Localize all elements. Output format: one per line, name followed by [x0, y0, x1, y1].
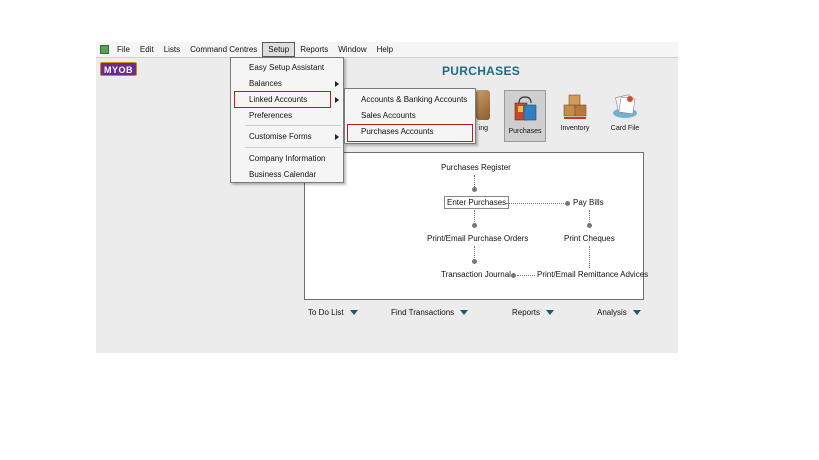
command-centre-footer: To Do List Find Transactions Reports Ana…	[304, 308, 644, 322]
menu-window[interactable]: Window	[338, 45, 367, 54]
menu-separator	[245, 147, 341, 148]
menu-business-calendar[interactable]: Business Calendar	[249, 170, 317, 179]
linked-accounts-submenu: Accounts & Banking Accounts Sales Accoun…	[344, 88, 476, 144]
flow-connector	[589, 246, 590, 268]
menu-easy-setup-assistant[interactable]: Easy Setup Assistant	[249, 63, 325, 72]
purchases-accounts-highlight	[347, 124, 473, 142]
menu-preferences[interactable]: Preferences	[249, 111, 293, 120]
purchases-label: Purchases	[508, 128, 542, 135]
card-file-label: Card File	[610, 125, 640, 132]
command-centre-banking[interactable]: ing	[450, 90, 490, 132]
menu-accounts-banking-accounts[interactable]: Accounts & Banking Accounts	[361, 95, 468, 104]
submenu-arrow-icon	[335, 97, 339, 103]
dropdown-arrow-icon	[546, 310, 555, 316]
flow-connector	[474, 210, 475, 224]
pay-bills-link[interactable]: Pay Bills	[573, 198, 604, 207]
print-email-remittance-link[interactable]: Print/Email Remittance Advices	[537, 270, 649, 279]
app-icon[interactable]	[100, 45, 109, 54]
find-transactions-label: Find Transactions	[391, 308, 455, 317]
reports-label: Reports	[512, 308, 541, 317]
menu-sales-accounts[interactable]: Sales Accounts	[361, 111, 416, 120]
menu-command-centres[interactable]: Command Centres	[190, 45, 258, 54]
print-email-purchase-orders-link[interactable]: Print/Email Purchase Orders	[427, 234, 529, 243]
menu-lists[interactable]: Lists	[163, 45, 181, 54]
linked-accounts-highlight	[234, 91, 331, 108]
command-centre-inventory[interactable]: Inventory	[554, 90, 596, 132]
todo-list-button[interactable]: To Do List	[308, 308, 358, 317]
flow-connector	[589, 210, 590, 224]
menu-edit[interactable]: Edit	[139, 45, 154, 54]
enter-purchases-button[interactable]: Enter Purchases	[444, 196, 510, 209]
todo-list-label: To Do List	[308, 308, 344, 317]
menu-customise-forms[interactable]: Customise Forms	[249, 132, 312, 141]
banking-label: ing	[478, 125, 488, 132]
analysis-button[interactable]: Analysis	[597, 308, 641, 317]
menu-file[interactable]: File	[117, 45, 130, 54]
banking-icon	[476, 90, 490, 120]
flow-node	[587, 223, 592, 228]
menu-company-information[interactable]: Company Information	[249, 154, 326, 163]
purchases-flowchart: Purchases Register Enter Purchases Pay B…	[304, 152, 648, 300]
myob-window: File Edit Lists Command Centres Setup Re…	[96, 42, 678, 353]
setup-menu: Easy Setup Assistant Balances Linked Acc…	[230, 57, 344, 183]
flow-connector	[474, 175, 475, 189]
flow-node	[472, 259, 477, 264]
command-centre-header: MYOB PURCHASES	[96, 58, 678, 80]
purchases-register-link[interactable]: Purchases Register	[441, 163, 511, 172]
transaction-journal-link[interactable]: Transaction Journal	[441, 270, 511, 279]
menu-help[interactable]: Help	[376, 45, 394, 54]
flow-node	[511, 273, 516, 278]
reports-button[interactable]: Reports	[512, 308, 555, 317]
analysis-label: Analysis	[597, 308, 627, 317]
page-title: PURCHASES	[442, 64, 521, 78]
menu-balances[interactable]: Balances	[249, 79, 282, 88]
inventory-boxes-icon	[560, 90, 590, 120]
submenu-arrow-icon	[335, 81, 339, 87]
command-centre-purchases[interactable]: Purchases	[504, 90, 546, 142]
inventory-label: Inventory	[560, 125, 590, 132]
menu-setup[interactable]: Setup	[262, 42, 296, 57]
flow-node	[472, 223, 477, 228]
menu-linked-accounts[interactable]: Linked Accounts	[249, 95, 308, 104]
flow-connector	[474, 246, 475, 260]
menu-bar: File Edit Lists Command Centres Setup Re…	[96, 42, 678, 58]
card-file-icon	[610, 90, 640, 120]
find-transactions-button[interactable]: Find Transactions	[391, 308, 469, 317]
flow-node	[565, 201, 570, 206]
dropdown-arrow-icon	[349, 310, 358, 316]
flow-connector	[517, 275, 535, 276]
dropdown-arrow-icon	[460, 310, 469, 316]
menu-purchases-accounts[interactable]: Purchases Accounts	[361, 127, 434, 136]
flow-connector	[506, 203, 566, 204]
command-centre-card-file[interactable]: Card File	[604, 90, 646, 132]
print-cheques-link[interactable]: Print Cheques	[564, 234, 615, 243]
submenu-arrow-icon	[335, 134, 339, 140]
purchases-bag-icon	[510, 93, 540, 123]
menu-separator	[245, 125, 341, 126]
myob-logo: MYOB	[100, 62, 137, 76]
menu-reports[interactable]: Reports	[300, 45, 329, 54]
dropdown-arrow-icon	[632, 310, 641, 316]
flow-node	[472, 187, 477, 192]
